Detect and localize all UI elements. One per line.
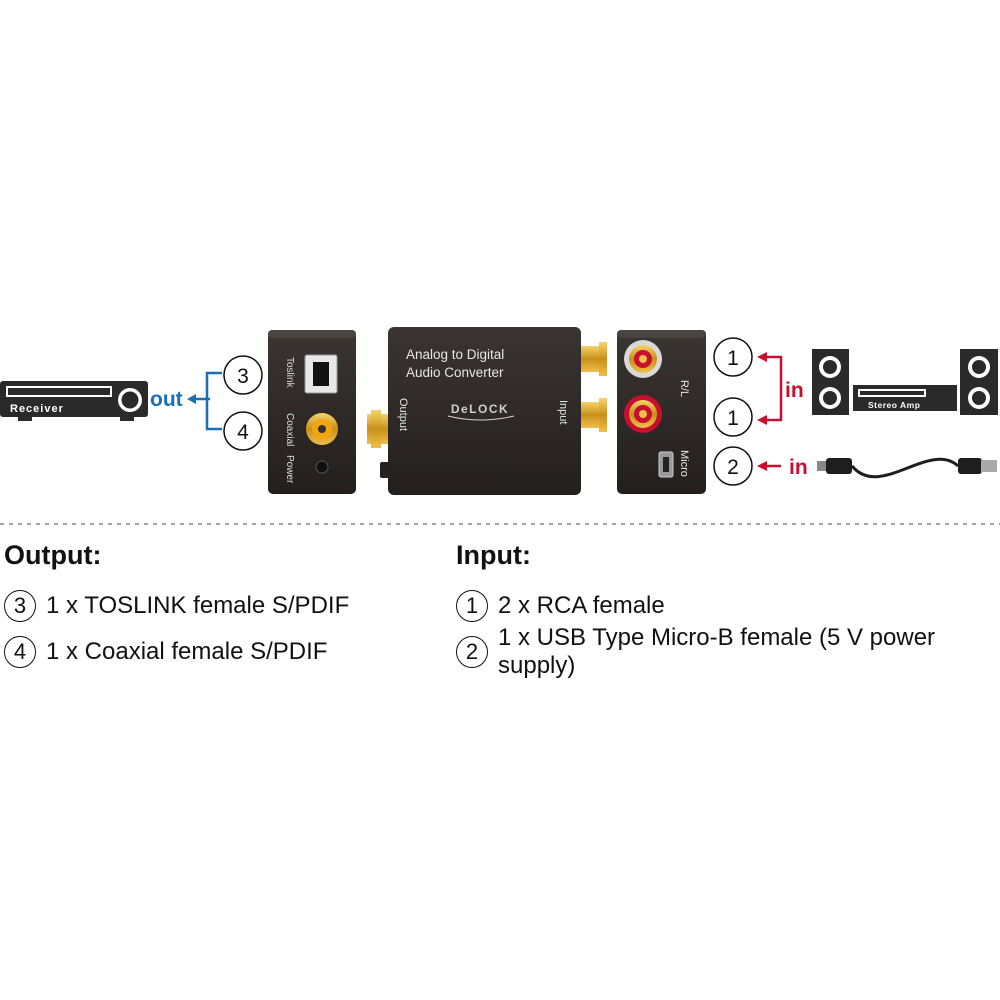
power-led <box>315 460 329 474</box>
coaxial-label: Coaxial <box>284 413 295 446</box>
toslink-label: Toslink <box>284 357 295 389</box>
receiver-label: Receiver <box>10 403 64 415</box>
output-side-label: Output <box>397 398 409 431</box>
output-heading: Output: <box>4 540 102 570</box>
svg-text:1: 1 <box>727 347 739 370</box>
svg-text:1: 1 <box>727 407 739 430</box>
input-item-text: 1 x USB Type Micro-B female (5 V power s… <box>498 624 936 679</box>
input-heading: Input: <box>456 540 531 570</box>
out-label: out <box>150 388 183 411</box>
output-item-toslink: 3 1 x TOSLINK female S/PDIF <box>4 587 349 625</box>
amplifier: Stereo Amp <box>853 385 957 411</box>
input-side-label: Input <box>557 400 569 424</box>
in-label-rca: in <box>785 379 804 402</box>
output-item-coaxial: 4 1 x Coaxial female S/PDIF <box>4 633 349 671</box>
speaker-right <box>960 349 998 415</box>
input-item-num: 2 <box>456 636 488 668</box>
speaker-left <box>812 349 849 415</box>
input-item-rca: 1 2 x RCA female <box>456 587 1000 625</box>
receiver-device: Receiver <box>0 381 148 421</box>
micro-label: Micro <box>678 450 690 477</box>
output-item-text: 1 x Coaxial female S/PDIF <box>46 638 328 665</box>
output-bracket: out <box>150 371 222 431</box>
input-item-num: 1 <box>456 590 488 622</box>
callout-rca-l: 1 <box>713 397 753 437</box>
output-item-text: 1 x TOSLINK female S/PDIF <box>46 592 350 619</box>
power-label: Power <box>284 455 295 484</box>
svg-text:2: 2 <box>727 456 739 479</box>
brand-logo: DeLOCK <box>451 402 509 416</box>
usb-arrow: in <box>757 456 808 479</box>
input-panel: R/L Micro <box>617 330 706 494</box>
input-item-usb: 2 1 x USB Type Micro-B female (5 V power… <box>456 624 1000 679</box>
svg-text:3: 3 <box>237 365 249 388</box>
output-item-num: 3 <box>4 590 36 622</box>
rl-label: R/L <box>678 380 690 397</box>
stereo-amp-system: Stereo Amp <box>812 349 998 415</box>
output-legend: Output: 3 1 x TOSLINK female S/PDIF 4 1 … <box>4 540 349 671</box>
converter-body: Analog to Digital Audio Converter DeLOCK… <box>367 327 607 495</box>
input-item-text: 2 x RCA female <box>498 592 665 619</box>
converter-title-1: Analog to Digital <box>406 347 504 362</box>
in-label-usb: in <box>789 456 808 479</box>
callout-toslink: 3 <box>223 355 263 395</box>
output-item-num: 4 <box>4 636 36 668</box>
converter-title-2: Audio Converter <box>406 365 504 380</box>
usb-cable <box>817 457 997 479</box>
callout-usb: 2 <box>713 446 753 486</box>
callout-rca-r: 1 <box>713 337 753 377</box>
input-bracket: in <box>757 352 804 425</box>
stereo-amp-label: Stereo Amp <box>868 400 920 410</box>
input-legend: Input: 1 2 x RCA female 2 1 x USB Type M… <box>456 540 1000 679</box>
callout-coaxial: 4 <box>223 411 263 451</box>
output-panel: Toslink Coaxial Power <box>268 330 356 494</box>
svg-text:4: 4 <box>237 421 249 444</box>
